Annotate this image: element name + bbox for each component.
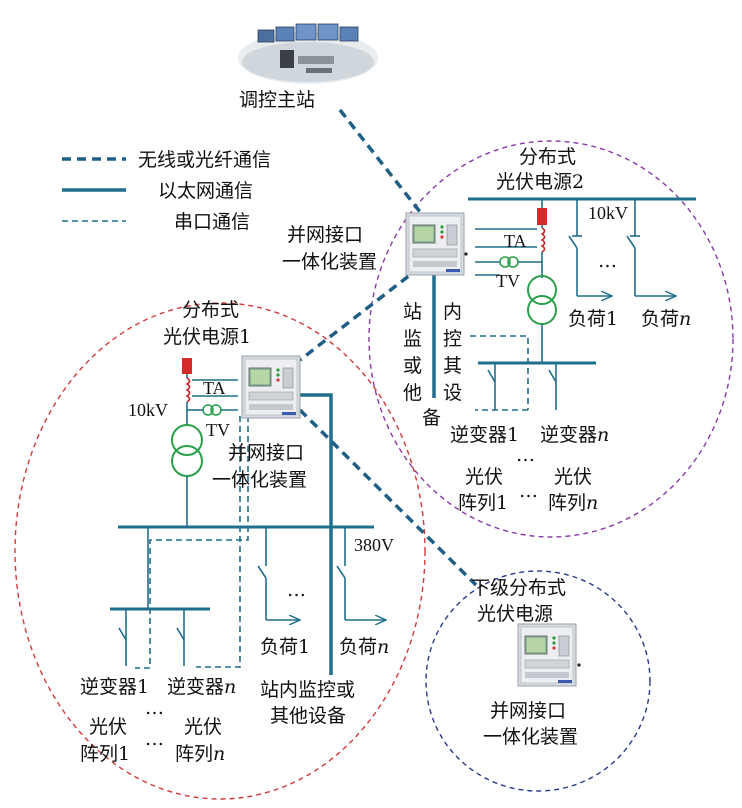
pv1-array-ellipsis: … [145, 728, 164, 750]
pv1-boundary [14, 302, 426, 800]
pv2-ta-label: TA [504, 231, 527, 251]
pv1-interface-device [241, 355, 301, 419]
pv1-title-line1: 分布式 [182, 299, 239, 321]
pv2-monitor-c2-3: 其 [443, 355, 462, 377]
pv2-tv-label: TV [496, 271, 520, 291]
dispatch-station-label: 调控主站 [239, 89, 315, 111]
pv2-title-line2: 光伏电源2 [496, 171, 584, 193]
pv1-title-line2: 光伏电源1 [163, 326, 251, 348]
pv2-circuit [432, 197, 696, 411]
pv1-load1-label: 负荷1 [260, 636, 310, 658]
pv1-ethernet-to-monitor [300, 393, 333, 675]
pv2-ta-coil [540, 227, 546, 253]
pv2-arrayn-line1: 光伏 [554, 466, 592, 488]
pv1-inverter-ellipsis: … [145, 697, 164, 719]
pv2-inverter-ellipsis: … [516, 444, 535, 466]
pv2-serial-to-inverters [470, 335, 529, 410]
pv2-device-label-line2: 一体化装置 [282, 251, 377, 273]
pv2-title-line1: 分布式 [519, 146, 576, 168]
pv2-load-ellipsis: … [598, 250, 617, 272]
pv2-invertern-label: 逆变器n [540, 424, 609, 446]
sub-title-line1: 下级分布式 [471, 577, 566, 599]
pv2-monitor-c1-3: 或 [403, 355, 422, 377]
pv2-monitor-c2-5: 备 [422, 407, 441, 429]
sub-pv-boundary [425, 570, 651, 792]
pv2-array1-line2: 阵列1 [458, 492, 508, 514]
pv2-loadn-label: 负荷n [641, 308, 691, 330]
legend: 无线或光纤通信 以太网通信 串口通信 [62, 149, 271, 233]
legend-ethernet-label: 以太网通信 [158, 180, 253, 202]
pv2-monitor-c2-1: 内 [443, 301, 462, 323]
pv1-voltage-10kv: 10kV [128, 400, 168, 420]
pv2-boundary [368, 140, 734, 538]
pv1-array1-line2: 阵列1 [80, 743, 130, 765]
pv1-ta-coil [185, 377, 191, 403]
pv1-transformer-upper [171, 424, 203, 456]
pv2-arrayn-line2: 阵列n [548, 492, 598, 514]
legend-wireless-label: 无线或光纤通信 [138, 149, 271, 171]
pv2-interface-device [405, 212, 465, 276]
wireless-link-station-pv2 [338, 108, 430, 224]
pv2-inverter1-label: 逆变器1 [450, 424, 519, 446]
pv1-invertern-label: 逆变器n [167, 676, 236, 698]
pv2-device-label-line1: 并网接口 [287, 224, 363, 246]
pv1-device-label-line1: 并网接口 [228, 442, 304, 464]
pv1-serial-to-invertern [196, 416, 241, 668]
legend-serial-label: 串口通信 [174, 211, 250, 233]
pv1-monitor-line1: 站内监控或 [260, 679, 355, 701]
pv1-inverter1-label: 逆变器1 [80, 676, 149, 698]
pv1-voltage-380v: 380V [354, 535, 394, 555]
pv2-voltage-10kv: 10kV [588, 203, 628, 223]
pv1-monitor-line2: 其他设备 [270, 705, 346, 727]
pv1-breaker [182, 358, 192, 374]
wireless-link-pv1-sub [298, 408, 478, 587]
pv1-transformer-lower [171, 445, 203, 477]
pv1-circuit [110, 358, 386, 675]
wireless-link-pv2-pv1 [298, 256, 434, 362]
pv2-transformer-lower [527, 295, 557, 325]
pv1-arrayn-line2: 阵列n [175, 743, 225, 765]
sub-interface-device [517, 623, 577, 687]
sub-title-line2: 光伏电源 [477, 603, 553, 625]
pv2-array1-line1: 光伏 [465, 466, 503, 488]
pv2-monitor-c2-2: 控 [443, 328, 462, 350]
pv2-transformer-upper [527, 275, 557, 305]
pv1-load-ellipsis: … [287, 579, 306, 601]
pv1-tv-label: TV [206, 420, 230, 440]
pv1-serial-to-inverter1 [135, 416, 249, 669]
pv2-monitor-c1-4: 他 [403, 382, 422, 404]
pv2-breaker [537, 208, 547, 225]
sub-device-label-line1: 并网接口 [490, 700, 566, 722]
pv2-monitor-c2-4: 设 [443, 382, 462, 404]
sub-device-label-line2: 一体化装置 [483, 726, 578, 748]
pv2-monitor-c1-2: 监 [403, 328, 422, 350]
pv1-loadn-label: 负荷n [339, 636, 389, 658]
pv2-array-ellipsis: … [519, 480, 538, 502]
pv1-device-label-line2: 一体化装置 [212, 469, 307, 491]
pv2-monitor-c1-1: 站 [403, 301, 422, 323]
pv1-arrayn-line1: 光伏 [184, 716, 222, 738]
pv2-load1-label: 负荷1 [568, 308, 618, 330]
pv1-ta-label: TA [203, 378, 226, 398]
pv1-array1-line1: 光伏 [89, 716, 127, 738]
dispatch-station-illustration [238, 23, 378, 84]
